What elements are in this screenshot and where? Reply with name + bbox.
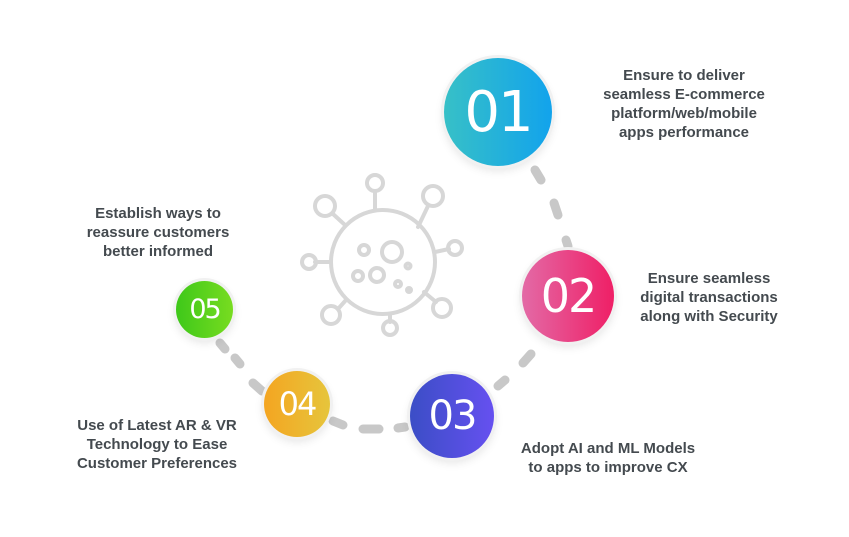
connector-04-05 [248,378,267,396]
connector-path [215,165,573,434]
step-05-number: 05 [189,294,221,325]
connector-01-02 [530,165,546,185]
connector-04-05 [230,353,245,369]
connector-01-02 [561,235,573,251]
step-04-label: Use of Latest AR & VR Technology to Ease… [76,417,238,472]
step-04-circle: 04 [264,371,330,437]
step-02-label: Ensure seamless digital transactions alo… [640,270,778,325]
step-02-number: 02 [540,269,598,323]
connector-03-04 [328,416,348,430]
virus-icon [300,173,464,337]
step-01-label: Ensure to deliver seamless E-commerce pl… [603,67,765,141]
connector-03-04 [393,422,410,433]
step-01-circle: 01 [444,58,552,166]
step-04-number: 04 [278,385,318,423]
step-02-circle: 02 [522,250,614,342]
step-01-number: 01 [464,79,533,145]
connector-04-05 [215,338,230,354]
step-03-label: Adopt AI and ML Models to apps to improv… [520,440,696,476]
connector-01-02 [549,198,563,220]
connector-02-03 [493,375,510,391]
step-05-circle: 05 [176,281,233,338]
connector-02-03 [518,349,536,368]
step-03-circle: 03 [410,374,494,458]
step-05-label: Establish ways to reassure customers bet… [86,205,230,260]
step-03-number: 03 [428,393,478,439]
